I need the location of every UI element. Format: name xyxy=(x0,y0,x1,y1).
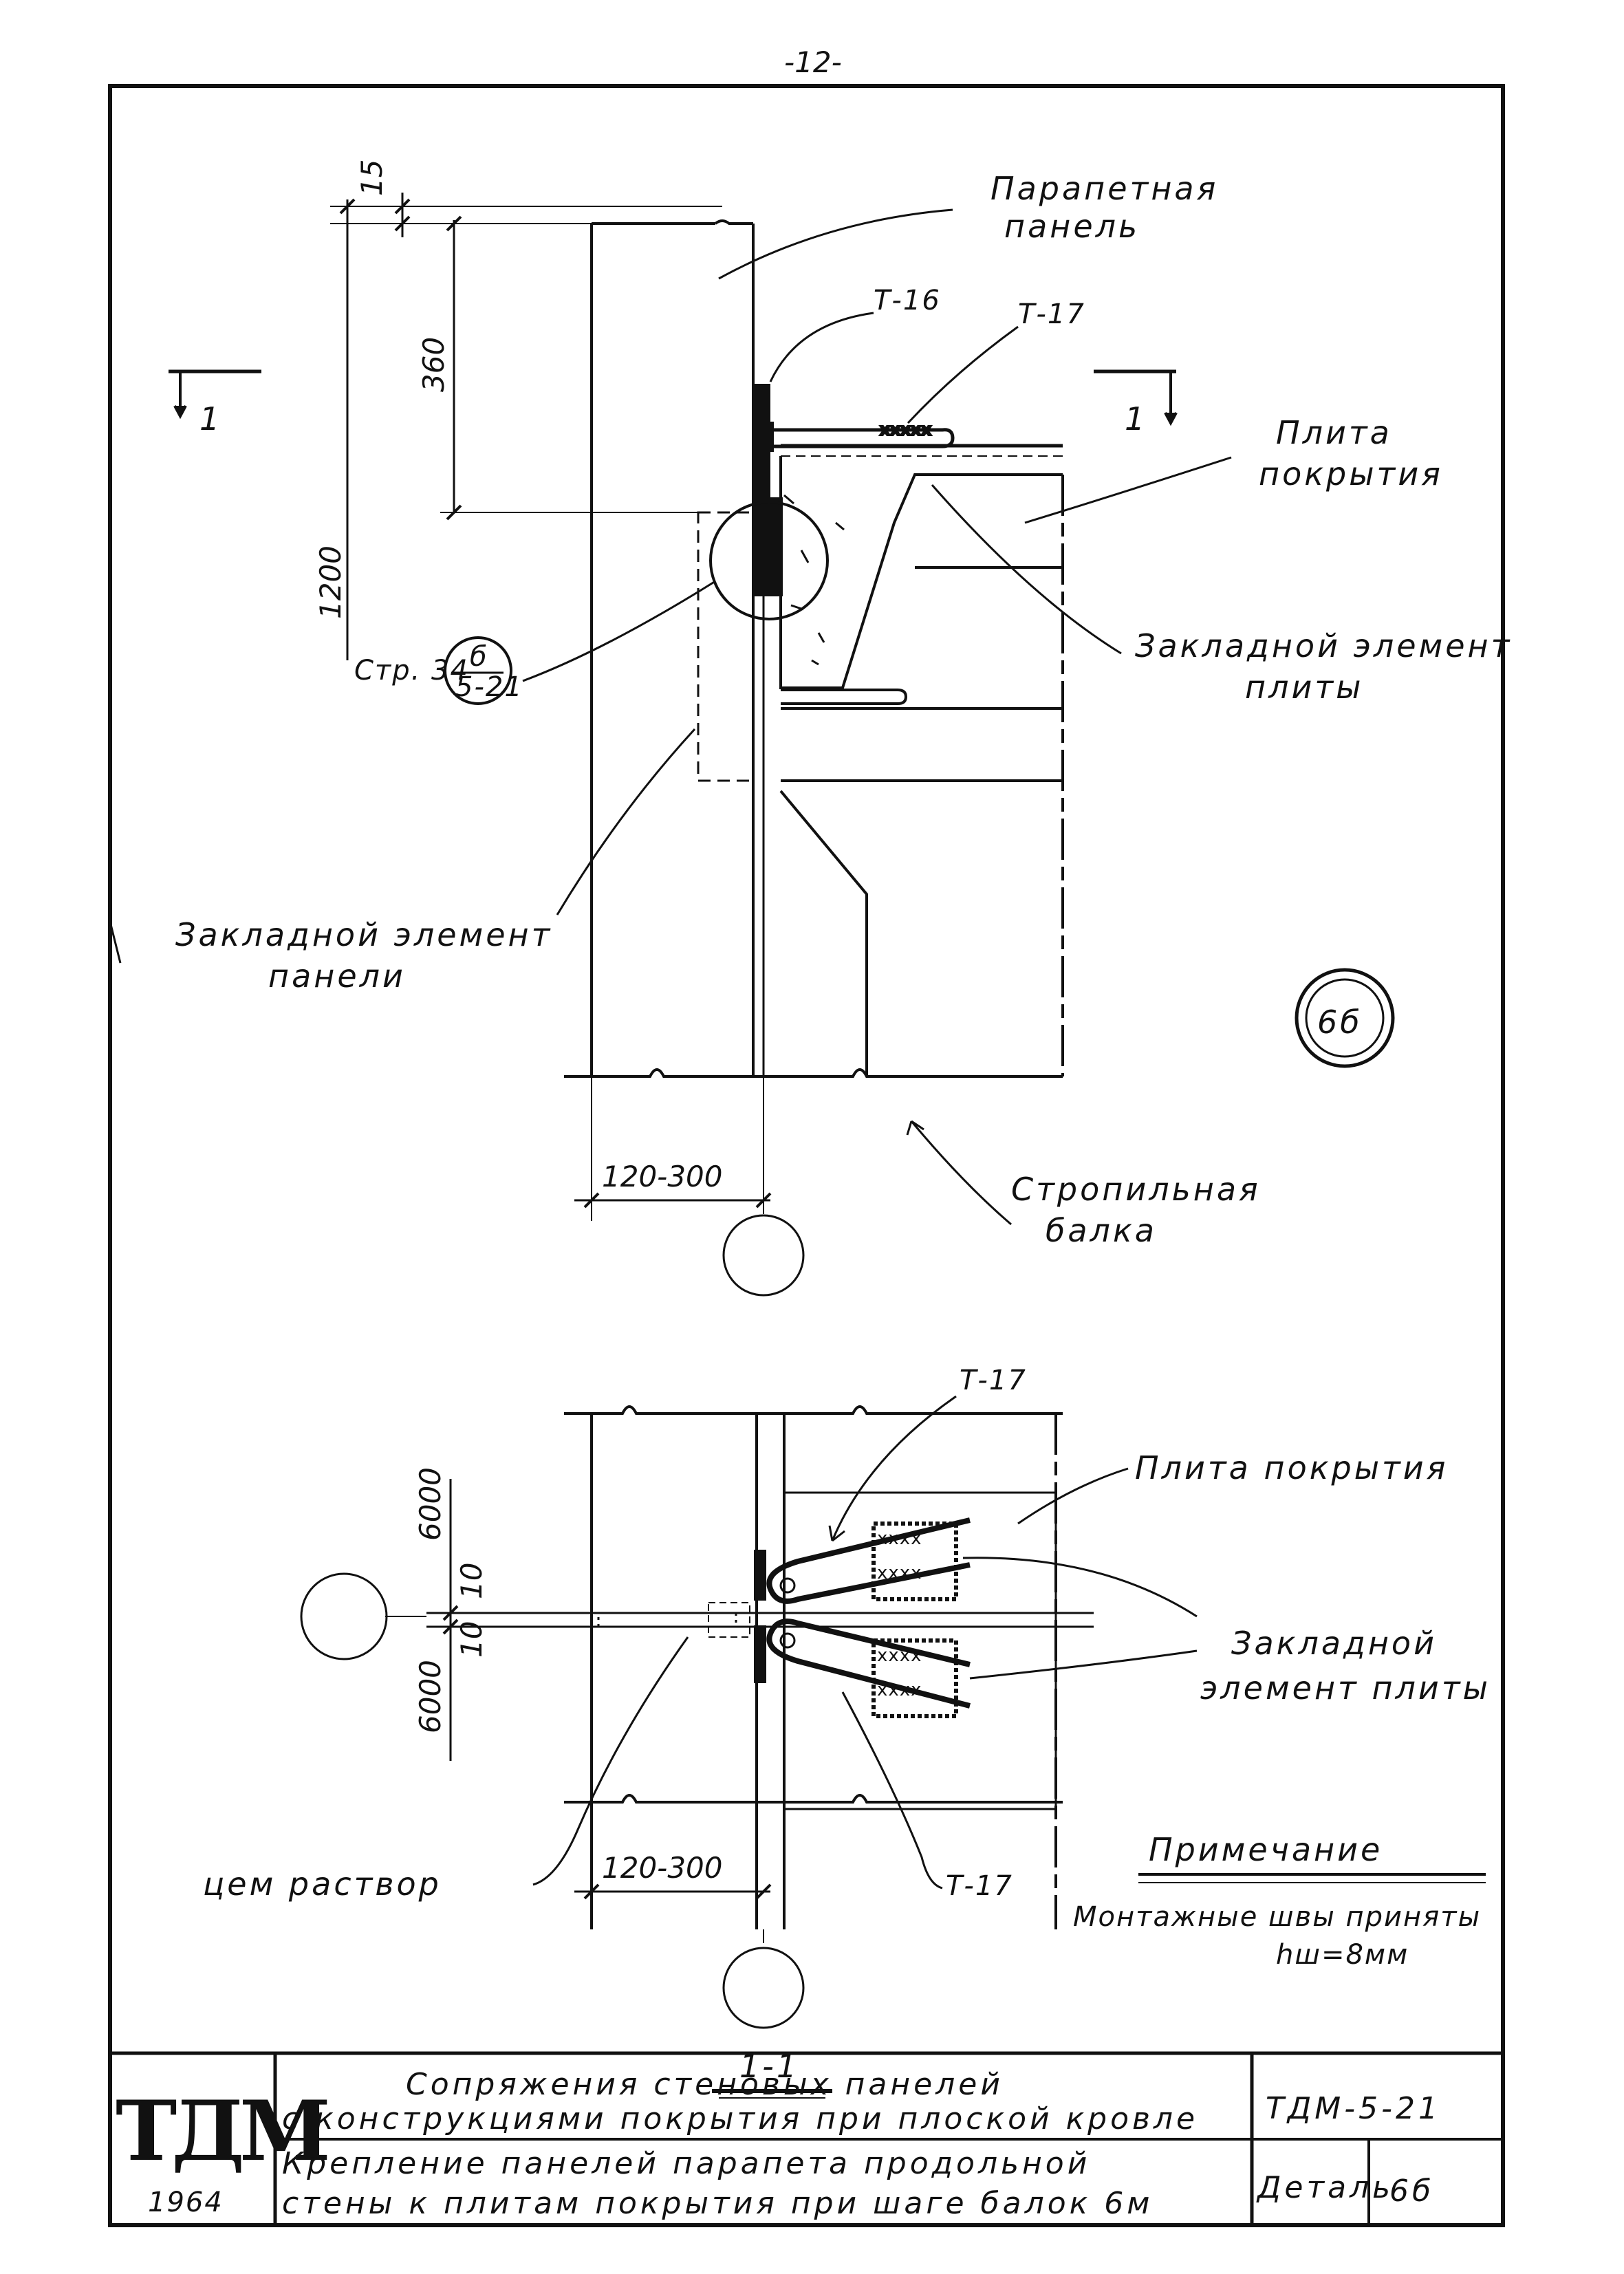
elevation-view: xxxxx xyxy=(169,193,1232,1297)
desc-line-2: стены к плитам покрытия при шаге балок 6… xyxy=(282,2186,1153,2221)
plan-view xyxy=(300,1395,1198,2099)
title-line-2: с конструкциями покрытия при плоской кро… xyxy=(282,2101,1198,2136)
label-rafter-beam-2: балка xyxy=(1046,1212,1157,1249)
dim-360: 360 xyxy=(417,337,451,392)
plan-weld-marks-1: xxxx xyxy=(877,1528,922,1549)
detail-ref-prefix: Стр. 34 xyxy=(354,655,469,686)
detail-reference: Стр. 34 б 5-21 xyxy=(354,636,523,705)
note-line-1: Монтажные швы приняты xyxy=(1073,1901,1481,1933)
title-code: ТДМ-5-21 xyxy=(1266,2091,1441,2126)
drawing-frame xyxy=(108,84,1505,2227)
label-embedded-slab-bottom-1: Закладной xyxy=(1231,1625,1437,1662)
title-block-year: 1964 xyxy=(148,2187,224,2218)
section-mark-right: 1 xyxy=(1125,400,1147,437)
desc-line-1: Крепление панелей парапета продольной xyxy=(282,2146,1090,2181)
dim-6000-bottom: 6000 xyxy=(413,1660,447,1733)
title-line-1: Сопряжения стеновых панелей xyxy=(406,2067,1004,2102)
note-line-2: hш=8мм xyxy=(1276,1939,1409,1971)
detail-marker-text: 6б xyxy=(1317,1004,1363,1041)
page-number: -12- xyxy=(784,45,842,79)
label-roof-slab-bottom: Плита покрытия xyxy=(1135,1449,1448,1486)
dim-120-300-top: 120-300 xyxy=(602,1160,723,1193)
dim-10-top: 10 xyxy=(455,1563,488,1599)
plan-weld-marks-4: xxxx xyxy=(877,1680,922,1700)
title-block xyxy=(110,2051,1503,2225)
frame-left-tick xyxy=(109,921,122,964)
label-parapet-panel-2: панель xyxy=(1004,208,1140,245)
label-t17-top: Т-17 xyxy=(1018,299,1085,330)
label-embedded-slab-top-1: Закладной элемент xyxy=(1135,627,1512,664)
label-embedded-slab-top-2: плиты xyxy=(1245,669,1364,706)
detail-ref-bottom: 5-21 xyxy=(455,671,523,703)
detail-label: Деталь xyxy=(1256,2170,1394,2205)
label-roof-slab-top-1: Плита xyxy=(1276,414,1392,451)
svg-text:xxxxx: xxxxx xyxy=(880,422,932,439)
label-roof-slab-top-2: покрытия xyxy=(1259,455,1443,492)
note: Примечание Монтажные швы приняты hш=8мм xyxy=(1073,1831,1486,1971)
plan-weld-marks-3: xxxx xyxy=(877,1645,922,1666)
label-cement-mortar: цем раствор xyxy=(203,1865,442,1903)
section-mark-left: 1 xyxy=(199,400,222,437)
label-embedded-panel-1: Закладной элемент xyxy=(175,916,552,953)
detail-marker: 6б xyxy=(1295,968,1395,1068)
label-parapet-panel-1: Парапетная xyxy=(990,170,1218,207)
detail-value: 6б xyxy=(1389,2174,1434,2209)
label-t16: Т-16 xyxy=(874,285,941,316)
plan-weld-marks-2: xxxx xyxy=(877,1563,922,1583)
label-t17-plan-bottom: Т-17 xyxy=(946,1870,1013,1902)
title-block-logo: ТДМ xyxy=(116,2083,327,2180)
note-title: Примечание xyxy=(1149,1831,1383,1868)
dim-10-bottom: 10 xyxy=(455,1621,488,1658)
label-embedded-panel-2: панели xyxy=(268,957,406,995)
label-embedded-slab-bottom-2: элемент плиты xyxy=(1200,1669,1491,1707)
dim-1200: 1200 xyxy=(314,545,347,619)
detail-ref-top: б xyxy=(470,641,488,673)
dim-120-300-bottom: 120-300 xyxy=(602,1851,723,1885)
dim-6000-top: 6000 xyxy=(413,1467,447,1541)
label-t17-plan-top: Т-17 xyxy=(960,1365,1027,1396)
label-rafter-beam-1: Стропильная xyxy=(1011,1171,1261,1208)
dim-15: 15 xyxy=(355,160,389,196)
